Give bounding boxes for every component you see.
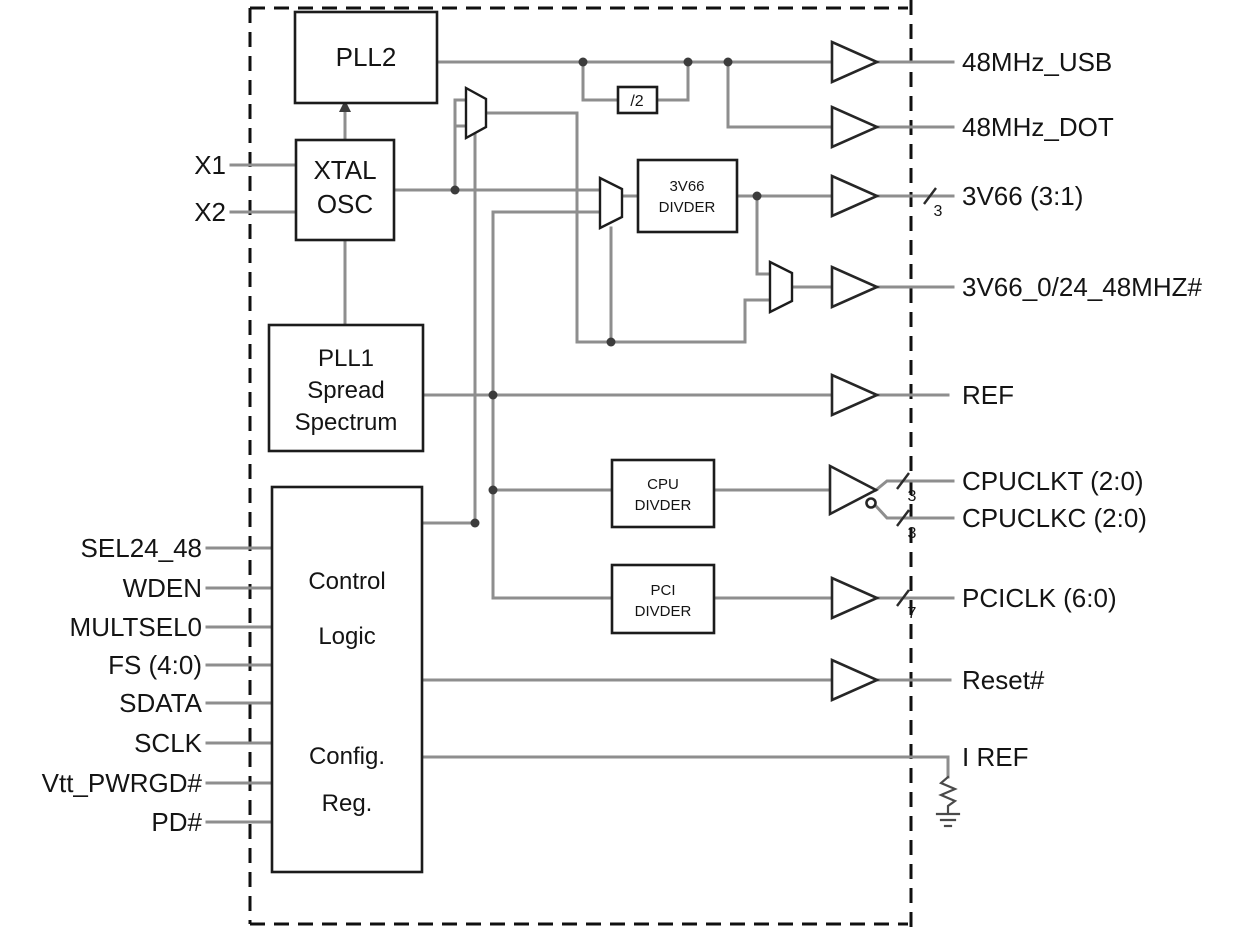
mux-1-icon	[464, 85, 488, 141]
input-label-multsel0: MULTSEL0	[70, 612, 202, 642]
junction-dot	[578, 57, 588, 67]
junction-dot	[606, 337, 616, 347]
bus-width-cpuclkt: 3	[908, 488, 917, 505]
3v66-divider-label-line2: DIVDER	[659, 199, 716, 216]
wire-main-bus	[491, 210, 614, 600]
junction-dot	[450, 185, 460, 195]
bus-width-3v66: 3	[934, 203, 943, 220]
control-label-line2: Logic	[318, 623, 375, 650]
pci-divider-label-line2: DIVDER	[635, 603, 692, 620]
pll1-label-line3: Spectrum	[295, 409, 398, 436]
resistor-icon	[938, 775, 958, 815]
wire-div2-out	[654, 60, 690, 102]
junction-dot	[723, 57, 733, 67]
input-label-sdata: SDATA	[119, 688, 202, 718]
input-label-fs: FS (4:0)	[108, 650, 202, 680]
buffer-dot-icon	[830, 104, 881, 150]
iref-termination	[935, 775, 961, 828]
div2-label: /2	[630, 93, 643, 110]
junction-dot	[470, 518, 480, 528]
input-label-x2: X2	[194, 197, 226, 227]
buffer-3v66-icon	[830, 173, 881, 219]
blocks: PLL2 XTAL OSC PLL1 Spread Spectrum Contr…	[267, 10, 739, 874]
buffer-reset-icon	[830, 657, 881, 703]
cpu-divider-label-line2: DIVDER	[635, 497, 692, 514]
control-label-line1: Control	[308, 568, 385, 595]
mux-3-icon	[768, 260, 794, 314]
bus-slash-3v66-icon	[923, 187, 937, 205]
input-label-vtt-pwrgd: Vtt_PWRGD#	[42, 768, 203, 798]
junction-dot	[683, 57, 693, 67]
bus-slash-cpuclkt-icon	[896, 472, 910, 490]
ground-icon	[935, 812, 961, 828]
junction-dots	[450, 57, 762, 528]
xtal-osc-label-line2: OSC	[317, 189, 373, 219]
output-label-48mhz-dot: 48MHz_DOT	[962, 112, 1114, 142]
arrowhead-icon	[339, 100, 351, 112]
bus-width-pciclk: 7	[908, 605, 917, 622]
wire-dot-branch	[726, 60, 834, 129]
output-label-pciclk: PCICLK (6:0)	[962, 583, 1117, 613]
inverter-bubble-icon	[865, 497, 877, 509]
output-label-3v66: 3V66 (3:1)	[962, 181, 1083, 211]
output-label-iref: I REF	[962, 742, 1028, 772]
buffer-cpuclk-icon	[828, 463, 879, 517]
output-label-48mhz-usb: 48MHz_USB	[962, 47, 1112, 77]
output-label-3v66-sel: 3V66_0/24_48MHZ#	[962, 272, 1202, 302]
bus-width-marks: 3 3 3 7	[896, 187, 943, 622]
output-label-cpuclkt: CPUCLKT (2:0)	[962, 466, 1144, 496]
input-labels: X1 X2 SEL24_48 WDEN MULTSEL0 FS (4:0) SD…	[42, 150, 226, 837]
control-label-line3: Config.	[309, 743, 385, 770]
muxes	[464, 85, 794, 314]
junction-dot	[752, 191, 762, 201]
block-div2	[616, 85, 659, 115]
mux-2-icon	[598, 176, 624, 230]
output-label-cpuclkc: CPUCLKC (2:0)	[962, 503, 1147, 533]
wire-iref	[420, 755, 950, 779]
block-control-logic	[270, 485, 424, 874]
input-label-sclk: SCLK	[134, 728, 203, 758]
block-3v66-divider	[636, 158, 739, 234]
pll1-label-line2: Spread	[307, 377, 384, 404]
wire-div2-in	[581, 60, 620, 102]
bus-width-cpuclkc: 3	[908, 525, 917, 542]
wire-out-cpuclkt	[873, 479, 955, 493]
buffer-usb-icon	[830, 39, 881, 85]
buffer-3v66-sel-icon	[830, 264, 881, 310]
junction-dot	[488, 485, 498, 495]
pci-divider-label-line1: PCI	[650, 582, 675, 599]
wire-24-48-rail	[484, 111, 772, 344]
pll2-label: PLL2	[336, 42, 397, 72]
bus-slash-cpuclkc-icon	[896, 509, 910, 527]
control-label-line4: Reg.	[322, 790, 373, 817]
pll1-label-line1: PLL1	[318, 345, 374, 372]
block-pll1-spread-spectrum	[267, 323, 425, 453]
block-pll2	[293, 10, 439, 105]
input-label-sel24-48: SEL24_48	[81, 533, 202, 563]
buffer-pciclk-icon	[830, 575, 881, 621]
input-label-wden: WDEN	[123, 573, 202, 603]
input-label-x1: X1	[194, 150, 226, 180]
bus-slash-pciclk-icon	[896, 589, 910, 607]
output-labels: 48MHz_USB 48MHz_DOT 3V66 (3:1) 3V66_0/24…	[962, 47, 1202, 772]
block-pci-divider	[610, 563, 716, 635]
wire-3v66-tap	[755, 194, 772, 276]
3v66-divider-label-line1: 3V66	[669, 178, 704, 195]
wire-control-select	[420, 133, 477, 525]
wire-out-cpuclkc	[872, 502, 955, 520]
output-label-ref: REF	[962, 380, 1014, 410]
input-label-pd: PD#	[151, 807, 202, 837]
junction-dot	[488, 390, 498, 400]
output-label-reset: Reset#	[962, 665, 1045, 695]
block-cpu-divider	[610, 458, 716, 529]
cpu-divider-label-line1: CPU	[647, 476, 679, 493]
wire-mux1-in-a	[453, 98, 468, 192]
block-xtal-osc	[294, 138, 396, 242]
output-buffers	[828, 39, 881, 703]
buffer-ref-icon	[830, 372, 881, 418]
xtal-osc-label-line1: XTAL	[313, 155, 376, 185]
chip-boundary	[248, 0, 913, 933]
